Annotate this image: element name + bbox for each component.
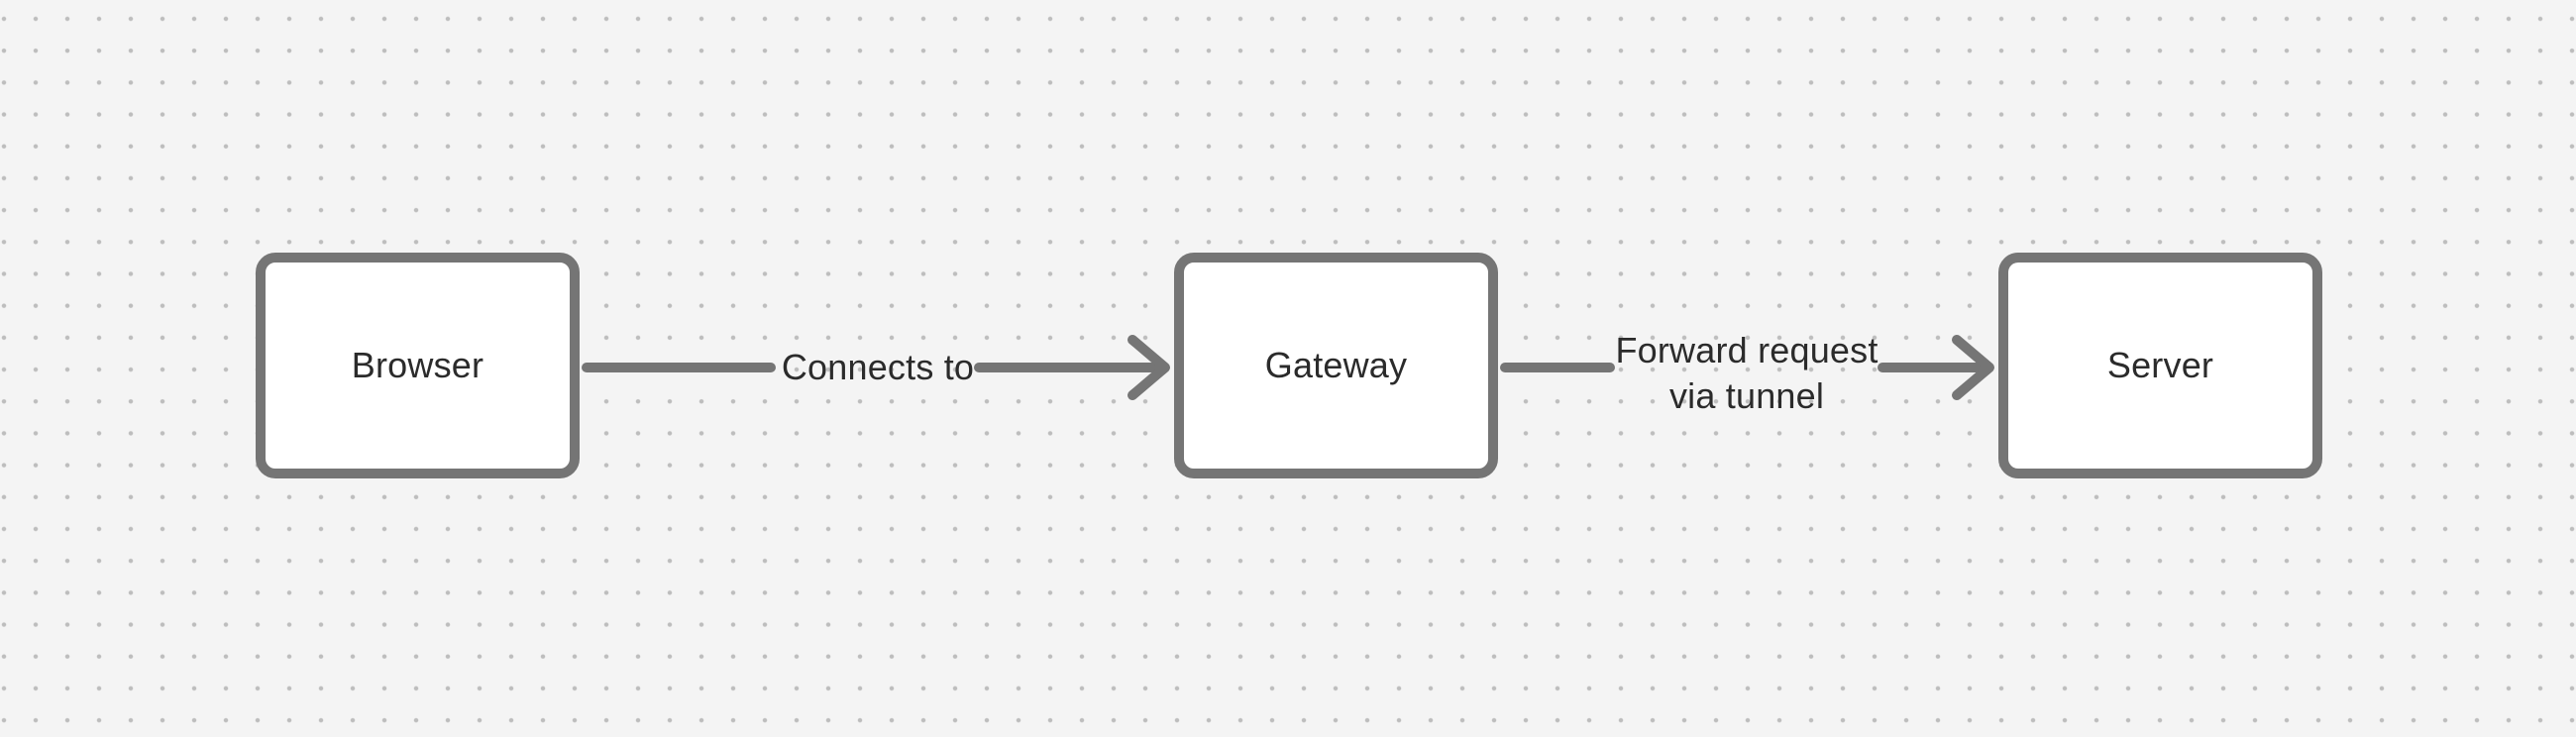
arrowhead-icon <box>1952 335 1994 400</box>
edge-label-forward-request[interactable]: Forward request via tunnel <box>1615 330 1878 416</box>
edge-label-connects-to[interactable]: Connects to <box>781 347 975 387</box>
node-browser-label: Browser <box>351 345 484 385</box>
node-server-label: Server <box>2106 345 2214 385</box>
node-browser[interactable]: Browser <box>256 253 580 478</box>
arrowhead-icon <box>1127 335 1170 400</box>
node-gateway-label: Gateway <box>1264 345 1408 385</box>
connector-gateway-server[interactable] <box>1500 335 1994 400</box>
connector-browser-gateway[interactable] <box>582 335 1170 400</box>
node-gateway[interactable]: Gateway <box>1174 253 1498 478</box>
node-server[interactable]: Server <box>1998 253 2322 478</box>
